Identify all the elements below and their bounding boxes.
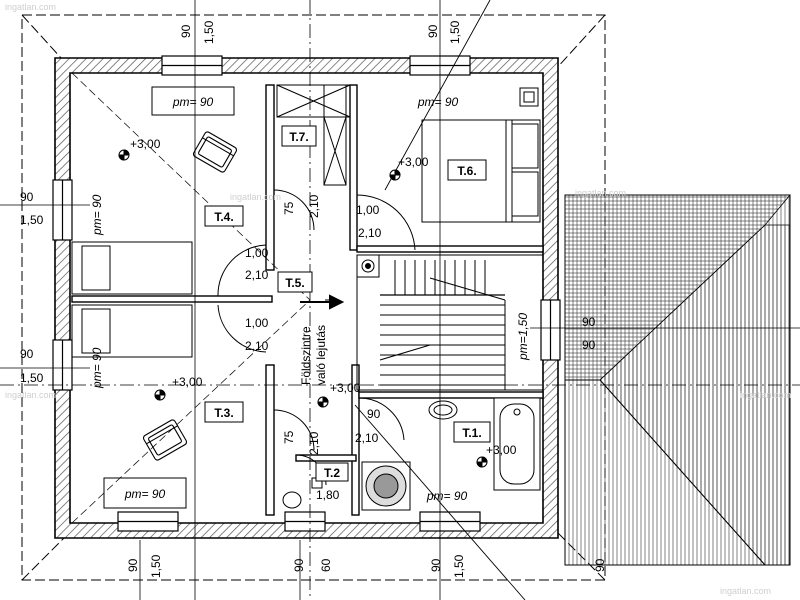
dim-door-t1-height: 2,10 [355, 431, 379, 445]
dim-bottom-b-height: 60 [319, 558, 333, 572]
watermark-2: ingatlan.com [230, 192, 281, 202]
bathroom-fixtures [282, 87, 541, 511]
beds [71, 119, 541, 358]
section-lines [354, 0, 526, 600]
dim-door-t4-width: 1,00 [245, 246, 269, 260]
dim-top-b-height: 1,50 [448, 20, 462, 44]
room-label-boxes [204, 125, 491, 482]
dim-top-a-height: 1,50 [202, 20, 216, 44]
room-label-t1: T.1. [462, 426, 481, 440]
sill-note-west-upper: pm= 90 [90, 194, 104, 236]
dim-bottom-a-width: 90 [126, 558, 140, 572]
dim-top-a-width: 90 [179, 24, 193, 38]
sill-note-t4: pm= 90 [172, 95, 214, 109]
watermark-3: ingatlan.com [575, 188, 626, 198]
room-label-t4: T.4. [214, 210, 233, 224]
sill-note-bath: pm= 90 [426, 489, 468, 503]
dim-bottom-b-width: 90 [292, 558, 306, 572]
dim-door-t2-width: 75 [282, 430, 296, 444]
watermark-4: ingatlan.com [5, 390, 56, 400]
dim-door-t1-width: 90 [367, 407, 381, 421]
dim-top-b-width: 90 [426, 24, 440, 38]
level-t6: +3,00 [398, 155, 429, 169]
watermark-5: ingatlan.com [740, 390, 791, 400]
dim-door-t4-height: 2,10 [245, 268, 269, 282]
dim-door-t2-height: 2,10 [307, 431, 321, 455]
stair-note-line2: való lejutás [314, 325, 328, 385]
closet-t7 [276, 84, 351, 186]
sill-note-east-stair: pm=1,50 [516, 313, 530, 361]
dim-bottom-c-width: 90 [429, 558, 443, 572]
windows [52, 55, 561, 532]
roof-extension [564, 194, 791, 566]
watermark-1: ingatlan.com [5, 2, 56, 12]
dim-bottom-c-height: 1,50 [452, 554, 466, 578]
dim-door-t3-width: 1,00 [245, 316, 269, 330]
sill-note-boxes [103, 86, 235, 509]
dim-right-height: 90 [582, 338, 596, 352]
stair-note-line1: Földszintre [299, 326, 313, 385]
interior-walls [71, 84, 544, 516]
dim-right-width: 90 [582, 315, 596, 329]
dim-bottom-a-height: 1,50 [149, 554, 163, 578]
room-label-t3: T.3. [214, 406, 233, 420]
sill-note-t6: pm= 90 [417, 95, 459, 109]
dim-bottom-d-width: 90 [593, 558, 607, 572]
dim-left-a-height: 1,50 [20, 213, 44, 227]
dim-door-t6-width: 1,00 [356, 203, 380, 217]
dim-door-t6-height: 2,10 [358, 226, 382, 240]
dim-door-t3-height: 2,10 [245, 339, 269, 353]
room-label-t6: T.6. [457, 164, 476, 178]
level-t1: +3,00 [486, 443, 517, 457]
dim-left-a-width: 90 [20, 190, 34, 204]
sill-note-west-lower: pm= 90 [90, 347, 104, 389]
level-t3: +3,00 [172, 375, 203, 389]
dim-door-t7-width: 75 [282, 201, 296, 215]
watermark-6: ingatlan.com [720, 586, 771, 596]
room-label-t7: T.7. [289, 130, 308, 144]
level-markers [118, 149, 488, 468]
dim-left-b-height: 1,50 [20, 371, 44, 385]
sill-note-t3: pm= 90 [124, 487, 166, 501]
room-label-t2: T.2 [324, 466, 340, 480]
dim-t2-height: 1,80 [316, 488, 340, 502]
level-hall: +3,00 [330, 381, 361, 395]
room-label-t5: T.5. [285, 276, 304, 290]
diagonal-guides [71, 72, 311, 524]
down-arrow-icon [300, 294, 345, 310]
dim-door-t7-height: 2,10 [307, 194, 321, 218]
level-t4: +3,00 [130, 137, 161, 151]
dim-left-b-width: 90 [20, 347, 34, 361]
